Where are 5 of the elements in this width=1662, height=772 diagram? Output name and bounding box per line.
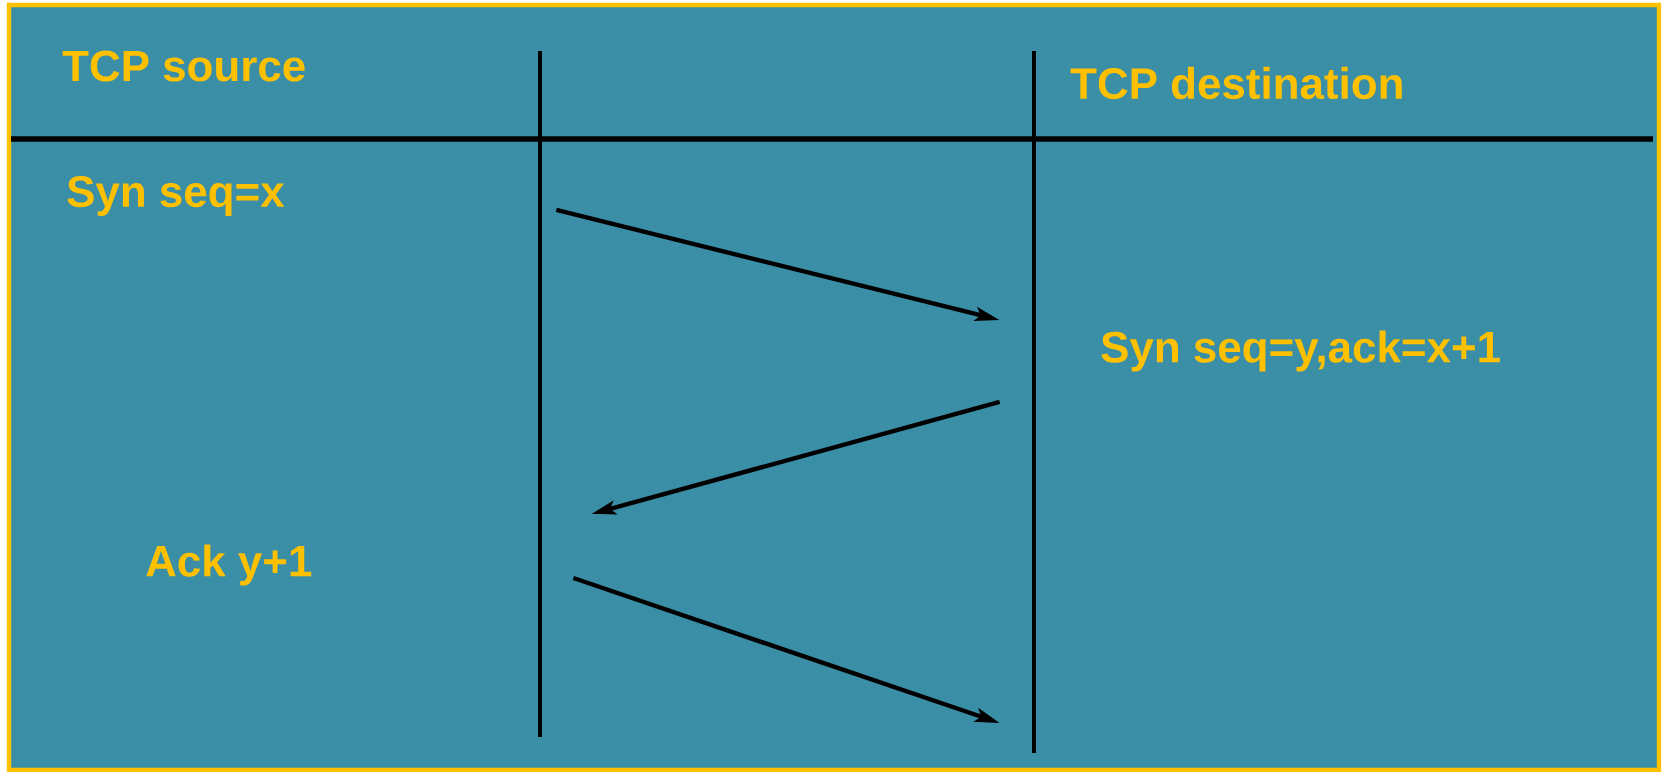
message-label: Syn seq=x bbox=[67, 176, 285, 216]
column-heading: TCP source bbox=[62, 50, 305, 82]
column-heading: TCP destination bbox=[1070, 66, 1402, 100]
message-label: Ack y+1 bbox=[146, 544, 312, 586]
message-label: Syn seq=y,ack=x+1 bbox=[1101, 330, 1500, 372]
